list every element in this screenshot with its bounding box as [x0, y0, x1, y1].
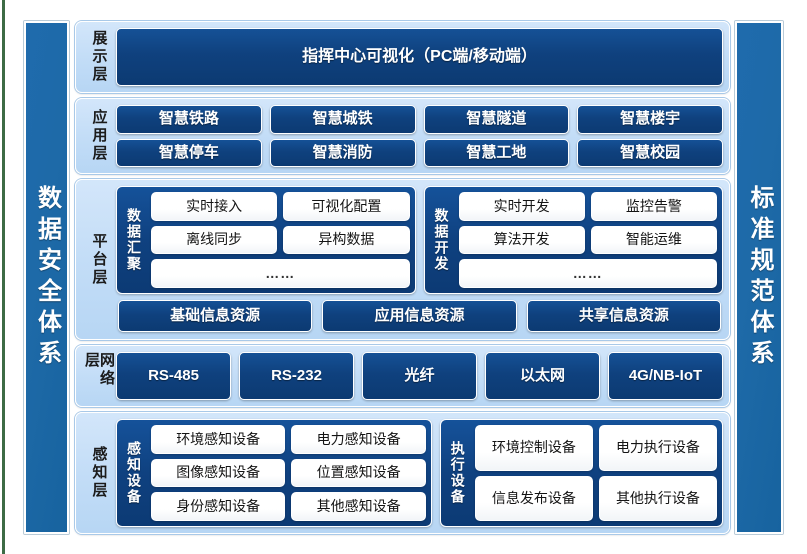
- chip-intelligent-ops[interactable]: 智能运维: [590, 225, 717, 255]
- layer-platform: 平台层 数据汇聚 实时接入 可视化配置 离线同步 异: [75, 179, 730, 340]
- resource-chip-shared[interactable]: 共享信息资源: [526, 300, 721, 332]
- layer-network: 网络层 RS-485 RS-232 光纤 以太网 4G/NB-IoT: [75, 345, 730, 407]
- chip-info-display[interactable]: 信息发布设备: [474, 475, 593, 521]
- development-row-1: 实时开发 监控告警: [458, 192, 717, 221]
- chip-power-sensor[interactable]: 电力感知设备: [291, 425, 426, 454]
- app-chip-smart-fire[interactable]: 智慧消防: [269, 138, 416, 167]
- network-row: RS-485 RS-232 光纤 以太网 4G/NB-IoT: [116, 352, 723, 400]
- side-band-standards: 标准规范体系: [735, 21, 783, 534]
- group-label-data-development: 数据开发: [433, 208, 450, 272]
- app-chip-smart-parking[interactable]: 智慧停车: [116, 138, 262, 167]
- resource-chip-app[interactable]: 应用信息资源: [322, 300, 517, 332]
- app-chip-smart-metro[interactable]: 智慧城铁: [269, 105, 416, 134]
- layer-body-presentation: 指挥中心可视化（PC端/移动端）: [116, 28, 723, 86]
- layer-label-network: 网络层: [83, 352, 115, 388]
- chip-visual-config[interactable]: 可视化配置: [283, 192, 410, 221]
- side-band-data-security: 数据安全体系: [24, 21, 69, 534]
- layer-label-perception: 感知层: [90, 446, 108, 500]
- app-chip-smart-campus[interactable]: 智慧校园: [577, 138, 723, 167]
- group-items-sensing-devices: 环境感知设备 电力感知设备 图像感知设备 位置感知设备 身份感知设备 其他感知设…: [151, 425, 426, 522]
- actuating-row-1: 环境控制设备 电力执行设备: [474, 425, 717, 471]
- group-sensing-devices: 感知设备 环境感知设备 电力感知设备 图像感知设备 位置感知设备 身份感知设备: [116, 419, 432, 527]
- network-chip-4g-nbiot[interactable]: 4G/NB-IoT: [608, 352, 723, 400]
- group-data-aggregation: 数据汇聚 实时接入 可视化配置 离线同步 异构数据 ……: [116, 186, 416, 294]
- chip-monitor-alarm[interactable]: 监控告警: [590, 192, 717, 221]
- platform-groups: 数据汇聚 实时接入 可视化配置 离线同步 异构数据 ……: [116, 186, 723, 294]
- aggregation-row-3: ……: [151, 259, 410, 289]
- layer-body-platform: 数据汇聚 实时接入 可视化配置 离线同步 异构数据 ……: [116, 186, 723, 333]
- development-row-2: 算法开发 智能运维: [458, 225, 717, 255]
- app-chip-smart-tunnel[interactable]: 智慧隧道: [423, 105, 570, 134]
- network-chip-rs232[interactable]: RS-232: [239, 352, 354, 400]
- layer-label-application: 应用层: [90, 109, 108, 163]
- chip-env-control[interactable]: 环境控制设备: [474, 425, 593, 471]
- layer-body-perception: 感知设备 环境感知设备 电力感知设备 图像感知设备 位置感知设备 身份感知设备: [116, 419, 723, 527]
- layer-presentation: 展示层 指挥中心可视化（PC端/移动端）: [75, 21, 730, 93]
- chip-realtime-ingest[interactable]: 实时接入: [151, 192, 278, 221]
- sensing-row-3: 身份感知设备 其他感知设备: [151, 492, 426, 522]
- chip-realtime-dev[interactable]: 实时开发: [458, 192, 585, 221]
- layer-stack: 展示层 指挥中心可视化（PC端/移动端） 应用层 智慧铁路 智慧城铁 智慧隧道 …: [75, 21, 730, 534]
- app-chip-smart-building[interactable]: 智慧楼宇: [577, 105, 723, 134]
- resource-chip-basic[interactable]: 基础信息资源: [118, 300, 313, 332]
- layer-label-platform: 平台层: [90, 232, 108, 287]
- group-label-actuating-devices: 执行设备: [449, 441, 466, 505]
- chip-algorithm-dev[interactable]: 算法开发: [458, 225, 585, 255]
- group-data-development: 数据开发 实时开发 监控告警 算法开发 智能运维 ……: [423, 186, 723, 294]
- group-actuating-devices: 执行设备 环境控制设备 电力执行设备 信息发布设备 其他执行设备: [439, 419, 723, 527]
- network-chip-ethernet[interactable]: 以太网: [485, 352, 600, 400]
- left-edge-rule: [2, 0, 5, 554]
- chip-location-sensor[interactable]: 位置感知设备: [291, 458, 426, 488]
- application-row-1: 智慧铁路 智慧城铁 智慧隧道 智慧楼宇: [116, 105, 723, 134]
- chip-heterogeneous[interactable]: 异构数据: [283, 225, 410, 255]
- chip-other-actuator[interactable]: 其他执行设备: [598, 475, 717, 521]
- group-items-actuating-devices: 环境控制设备 电力执行设备 信息发布设备 其他执行设备: [474, 425, 717, 521]
- presentation-banner-chip[interactable]: 指挥中心可视化（PC端/移动端）: [116, 28, 723, 86]
- group-label-sensing-devices: 感知设备: [126, 441, 142, 505]
- layer-body-application: 智慧铁路 智慧城铁 智慧隧道 智慧楼宇 智慧停车 智慧消防 智慧工地 智慧校园: [116, 105, 723, 167]
- network-chip-rs485[interactable]: RS-485: [116, 352, 231, 400]
- app-chip-smart-railway[interactable]: 智慧铁路: [116, 105, 262, 134]
- layer-body-network: RS-485 RS-232 光纤 以太网 4G/NB-IoT: [116, 352, 723, 400]
- aggregation-row-1: 实时接入 可视化配置: [151, 192, 410, 221]
- aggregation-row-2: 离线同步 异构数据: [151, 225, 410, 255]
- chip-offline-sync[interactable]: 离线同步: [151, 225, 278, 255]
- sensing-row-1: 环境感知设备 电力感知设备: [151, 425, 426, 454]
- side-band-left-label: 数据安全体系: [33, 184, 61, 371]
- group-items-data-development: 实时开发 监控告警 算法开发 智能运维 ……: [458, 192, 717, 289]
- sensing-row-2: 图像感知设备 位置感知设备: [151, 458, 426, 488]
- layer-application: 应用层 智慧铁路 智慧城铁 智慧隧道 智慧楼宇 智慧停车 智慧消防 智慧工地 智…: [75, 98, 730, 174]
- chip-image-sensor[interactable]: 图像感知设备: [151, 458, 286, 488]
- chip-aggregation-more[interactable]: ……: [151, 259, 410, 289]
- chip-other-sensor[interactable]: 其他感知设备: [291, 492, 426, 522]
- actuating-row-2: 信息发布设备 其他执行设备: [474, 475, 717, 521]
- development-row-3: ……: [458, 259, 717, 289]
- chip-identity-sensor[interactable]: 身份感知设备: [151, 492, 286, 522]
- application-row-2: 智慧停车 智慧消防 智慧工地 智慧校园: [116, 138, 723, 167]
- chip-power-actuator[interactable]: 电力执行设备: [598, 425, 717, 471]
- chip-env-sensor[interactable]: 环境感知设备: [151, 425, 286, 454]
- group-label-data-aggregation: 数据汇聚: [126, 208, 142, 272]
- layer-perception: 感知层 感知设备 环境感知设备 电力感知设备 图像感知设备 位置感知设备: [75, 412, 730, 534]
- group-items-data-aggregation: 实时接入 可视化配置 离线同步 异构数据 ……: [151, 192, 410, 289]
- network-chip-fiber[interactable]: 光纤: [362, 352, 477, 400]
- app-chip-smart-site[interactable]: 智慧工地: [423, 138, 570, 167]
- side-band-right-label: 标准规范体系: [746, 184, 773, 371]
- chip-development-more[interactable]: ……: [458, 259, 717, 289]
- platform-resource-row: 基础信息资源 应用信息资源 共享信息资源: [116, 300, 723, 333]
- layer-label-presentation: 展示层: [90, 30, 108, 84]
